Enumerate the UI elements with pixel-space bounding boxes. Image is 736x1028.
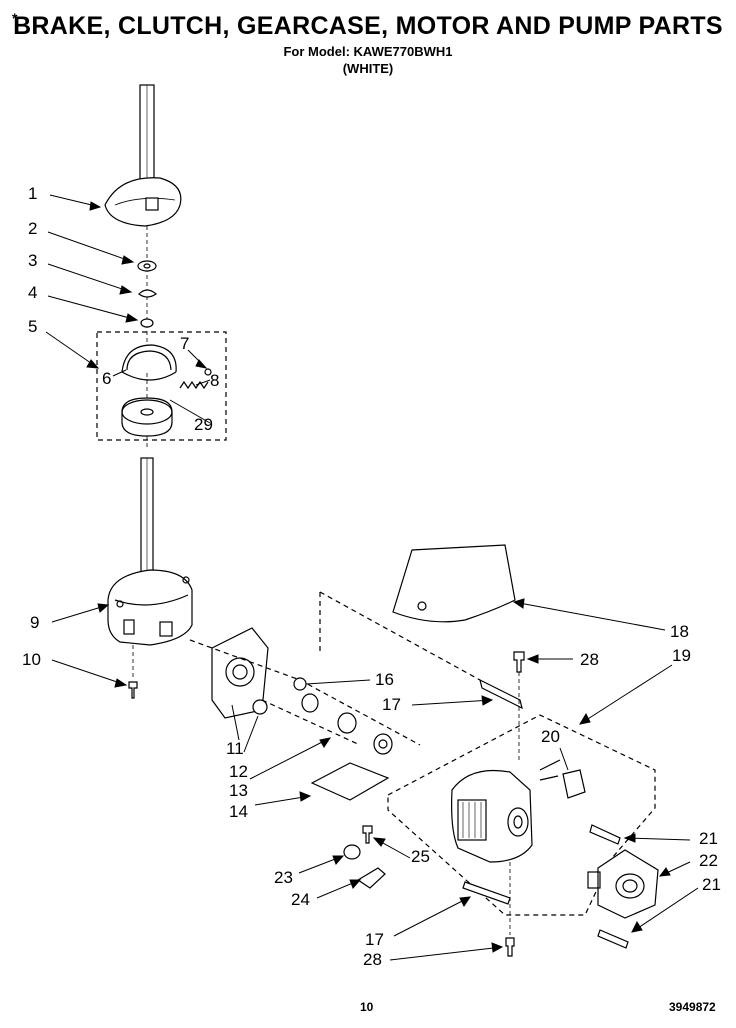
clutch-kit-box bbox=[96, 331, 227, 441]
bushing-part bbox=[343, 844, 361, 860]
callout-16: 16 bbox=[375, 670, 394, 689]
callout-25: 25 bbox=[411, 847, 430, 866]
callout-18: 18 bbox=[670, 622, 689, 641]
bolt-part bbox=[513, 651, 525, 673]
insulator-pad-part bbox=[310, 762, 390, 801]
retaining-ring-part bbox=[138, 289, 157, 298]
screw-part bbox=[128, 681, 138, 699]
callout-21-upper: 21 bbox=[699, 829, 718, 848]
screw-25-part bbox=[362, 825, 373, 844]
callout-13: 13 bbox=[229, 781, 248, 800]
motor-shield-part bbox=[392, 544, 516, 623]
callout-8: 8 bbox=[210, 371, 220, 390]
bolt-28-lower-part bbox=[505, 937, 515, 957]
callout-28-upper: 28 bbox=[580, 650, 599, 669]
callout-2: 2 bbox=[28, 219, 38, 238]
callout-4: 4 bbox=[28, 283, 38, 302]
leader-lines bbox=[45, 194, 699, 961]
motor-mount-plate-part bbox=[211, 627, 269, 719]
callout-9: 9 bbox=[30, 613, 40, 632]
callout-24: 24 bbox=[291, 890, 310, 909]
color-line: (WHITE) bbox=[342, 61, 394, 76]
callout-14: 14 bbox=[229, 802, 248, 821]
connector-part bbox=[562, 769, 586, 799]
upper-shaft-part bbox=[139, 84, 155, 201]
pump-part bbox=[587, 849, 659, 919]
clip-17-lower-part bbox=[462, 881, 511, 905]
clamp-part bbox=[356, 867, 386, 889]
callout-23: 23 bbox=[274, 868, 293, 887]
page-number: 10 bbox=[360, 1000, 374, 1014]
callout-1: 1 bbox=[28, 184, 38, 203]
star-mark: * bbox=[12, 10, 18, 26]
washer-part bbox=[137, 260, 157, 272]
small-ring-part bbox=[140, 318, 154, 328]
clip-part bbox=[479, 678, 523, 710]
motor-part bbox=[451, 759, 561, 863]
callout-11: 11 bbox=[226, 739, 244, 758]
callout-20: 20 bbox=[541, 727, 560, 746]
gearcase-part bbox=[107, 569, 193, 646]
spring-part bbox=[179, 380, 209, 390]
callout-7: 7 bbox=[180, 334, 190, 353]
callout-17-lower: 17 bbox=[365, 930, 384, 949]
motor-kit-box bbox=[387, 714, 656, 916]
clutch-hub-part bbox=[121, 397, 173, 437]
callout-22: 22 bbox=[699, 851, 718, 870]
clutch-band-part bbox=[121, 344, 177, 373]
callout-29: 29 bbox=[194, 415, 213, 434]
callout-10: 10 bbox=[22, 650, 41, 669]
callout-5: 5 bbox=[28, 317, 38, 336]
callout-6: 6 bbox=[102, 369, 112, 388]
hex-nut-part bbox=[252, 699, 268, 715]
callout-12: 12 bbox=[229, 762, 248, 781]
lower-shaft-part bbox=[140, 457, 154, 579]
callout-3: 3 bbox=[28, 251, 38, 270]
brake-assembly-part bbox=[104, 177, 182, 227]
nut-part bbox=[293, 677, 307, 691]
callout-17-upper: 17 bbox=[382, 695, 401, 714]
callout-19: 19 bbox=[672, 646, 691, 665]
pump-clip-part bbox=[589, 824, 621, 845]
callout-28-lower: 28 bbox=[363, 950, 382, 969]
document-number: 3949872 bbox=[669, 1000, 716, 1014]
model-line: For Model: KAWE770BWH1 bbox=[283, 44, 453, 59]
coupling-part bbox=[301, 693, 393, 755]
page-title: BRAKE, CLUTCH, GEARCASE, MOTOR AND PUMP … bbox=[13, 12, 723, 40]
callout-21-lower: 21 bbox=[702, 875, 721, 894]
